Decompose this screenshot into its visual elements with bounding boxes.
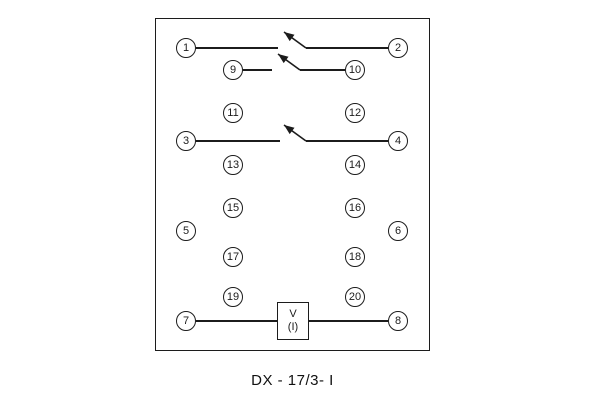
- terminal-14: 14: [345, 155, 365, 175]
- wire-terminal1: [196, 47, 278, 49]
- terminal-12: 12: [345, 103, 365, 123]
- terminal-3: 3: [176, 131, 196, 151]
- terminal-20: 20: [345, 287, 365, 307]
- wire-terminal2: [306, 47, 388, 49]
- terminal-4: 4: [388, 131, 408, 151]
- normally-open-contact-icon: [277, 53, 301, 71]
- wire-terminal8: [309, 320, 388, 322]
- terminal-11: 11: [223, 103, 243, 123]
- normally-open-contact-icon: [283, 31, 307, 49]
- wire-terminal4: [306, 140, 388, 142]
- coil-box: V (I): [277, 302, 309, 340]
- diagram-outline: [155, 18, 430, 351]
- terminal-5: 5: [176, 221, 196, 241]
- terminal-2: 2: [388, 38, 408, 58]
- normally-open-contact-icon: [283, 124, 307, 142]
- terminal-8: 8: [388, 311, 408, 331]
- wire-terminal10: [300, 69, 345, 71]
- terminal-15: 15: [223, 198, 243, 218]
- terminal-1: 1: [176, 38, 196, 58]
- coil-label-i: (I): [287, 321, 299, 333]
- diagram-caption: DX - 17/3- I: [251, 372, 334, 389]
- terminal-19: 19: [223, 287, 243, 307]
- coil-label-v: V: [289, 307, 297, 320]
- terminal-7: 7: [176, 311, 196, 331]
- terminal-18: 18: [345, 247, 365, 267]
- wire-terminal7: [196, 320, 277, 322]
- terminal-16: 16: [345, 198, 365, 218]
- terminal-17: 17: [223, 247, 243, 267]
- terminal-10: 10: [345, 60, 365, 80]
- terminal-9: 9: [223, 60, 243, 80]
- wire-terminal9: [243, 69, 272, 71]
- wire-terminal3: [196, 140, 280, 142]
- terminal-13: 13: [223, 155, 243, 175]
- terminal-6: 6: [388, 221, 408, 241]
